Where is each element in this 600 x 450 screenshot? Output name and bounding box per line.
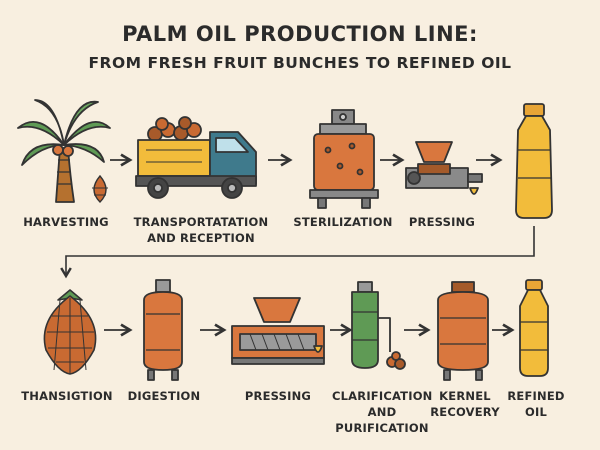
step-label-digestion: DIGESTION xyxy=(127,389,201,403)
screw-press-icon xyxy=(231,297,325,365)
step-label-pressing-1: PRESSING xyxy=(408,215,476,229)
page-subtitle: FROM FRESH FRUIT BUNCHES TO REFINED OIL xyxy=(88,54,512,72)
kernel-tank-icon xyxy=(437,281,489,381)
step-label-sterilization: STERILIZATION xyxy=(293,215,393,229)
page-title: PALM OIL PRODUCTION LINE: xyxy=(122,22,478,46)
step-label-clarification: CLARIFICATION AND PURIFICATION xyxy=(332,389,433,435)
step-label-pressing-2: PRESSING xyxy=(244,389,312,403)
palm-tree-icon xyxy=(17,99,111,203)
step-label-refined-oil: REFINED OIL xyxy=(507,389,565,419)
step-label-harvesting: HARVESTING xyxy=(23,215,109,229)
step-label-kernel-recovery: KERNEL RECOVERY xyxy=(430,389,500,419)
step-label-thansigtion: THANSIGTION xyxy=(21,389,113,403)
oil-bottle-icon xyxy=(515,103,553,219)
truck-icon xyxy=(135,116,257,199)
digester-tank-icon xyxy=(143,279,183,381)
fruit-bunch-small-icon xyxy=(92,174,108,203)
refined-oil-bottle-icon xyxy=(519,279,549,377)
sterilizer-icon xyxy=(309,109,379,209)
step-label-transportation: TRANSPORTATATION AND RECEPTION xyxy=(133,215,269,245)
fruit-bunch-icon xyxy=(43,289,97,375)
clarifier-icon xyxy=(351,281,406,370)
press-machine-icon xyxy=(405,141,483,195)
